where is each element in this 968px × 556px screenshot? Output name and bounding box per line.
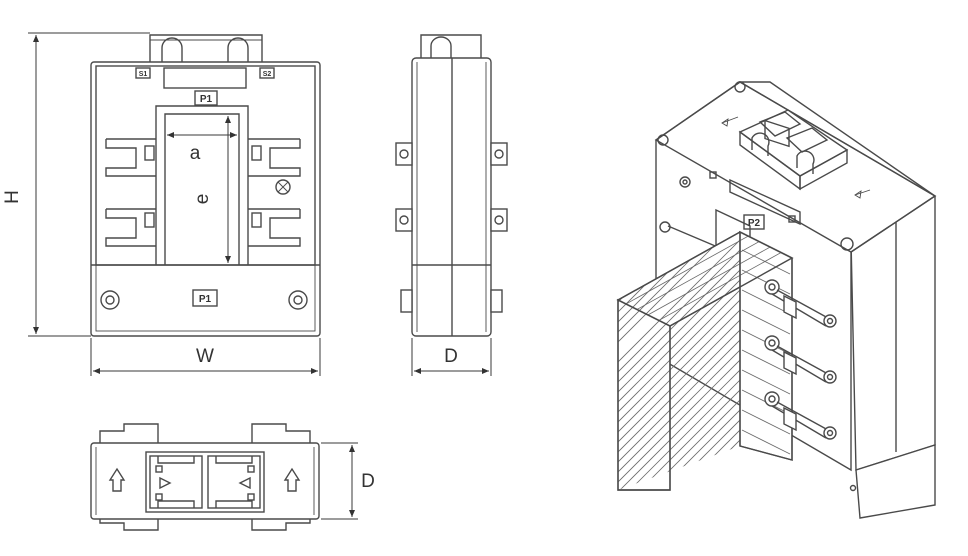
front-view: S1 S2 P1 P1: [90, 34, 321, 337]
dimension-w: W: [90, 338, 321, 376]
busbar-terminal-2: [764, 335, 837, 384]
dimension-a-label: a: [190, 143, 201, 164]
terminal-s2-label: S2: [263, 71, 272, 78]
terminal-p1-bottom-label: P1: [199, 294, 212, 305]
top-view: [90, 423, 320, 531]
dimension-d-side-label: D: [444, 346, 458, 367]
isometric-view: P2 P2: [616, 81, 937, 519]
dimension-e: e: [192, 116, 231, 263]
dimension-h-label: H: [2, 190, 23, 204]
dimension-d-side: D: [411, 338, 492, 376]
busbar-terminal-1: [764, 279, 837, 328]
dimension-e-label: e: [192, 194, 213, 205]
dimension-h: H: [2, 32, 150, 337]
dimension-d-bottom-label: D: [361, 471, 375, 492]
dimension-w-label: W: [196, 346, 214, 367]
terminal-s1-label: S1: [139, 71, 148, 78]
busbar-terminal-3: [764, 391, 837, 440]
side-view: [395, 34, 508, 337]
dimension-d-bottom: D: [321, 442, 375, 520]
terminal-p1-top-label: P1: [200, 94, 213, 105]
terminal-p2-iso-label: P2: [748, 218, 761, 229]
